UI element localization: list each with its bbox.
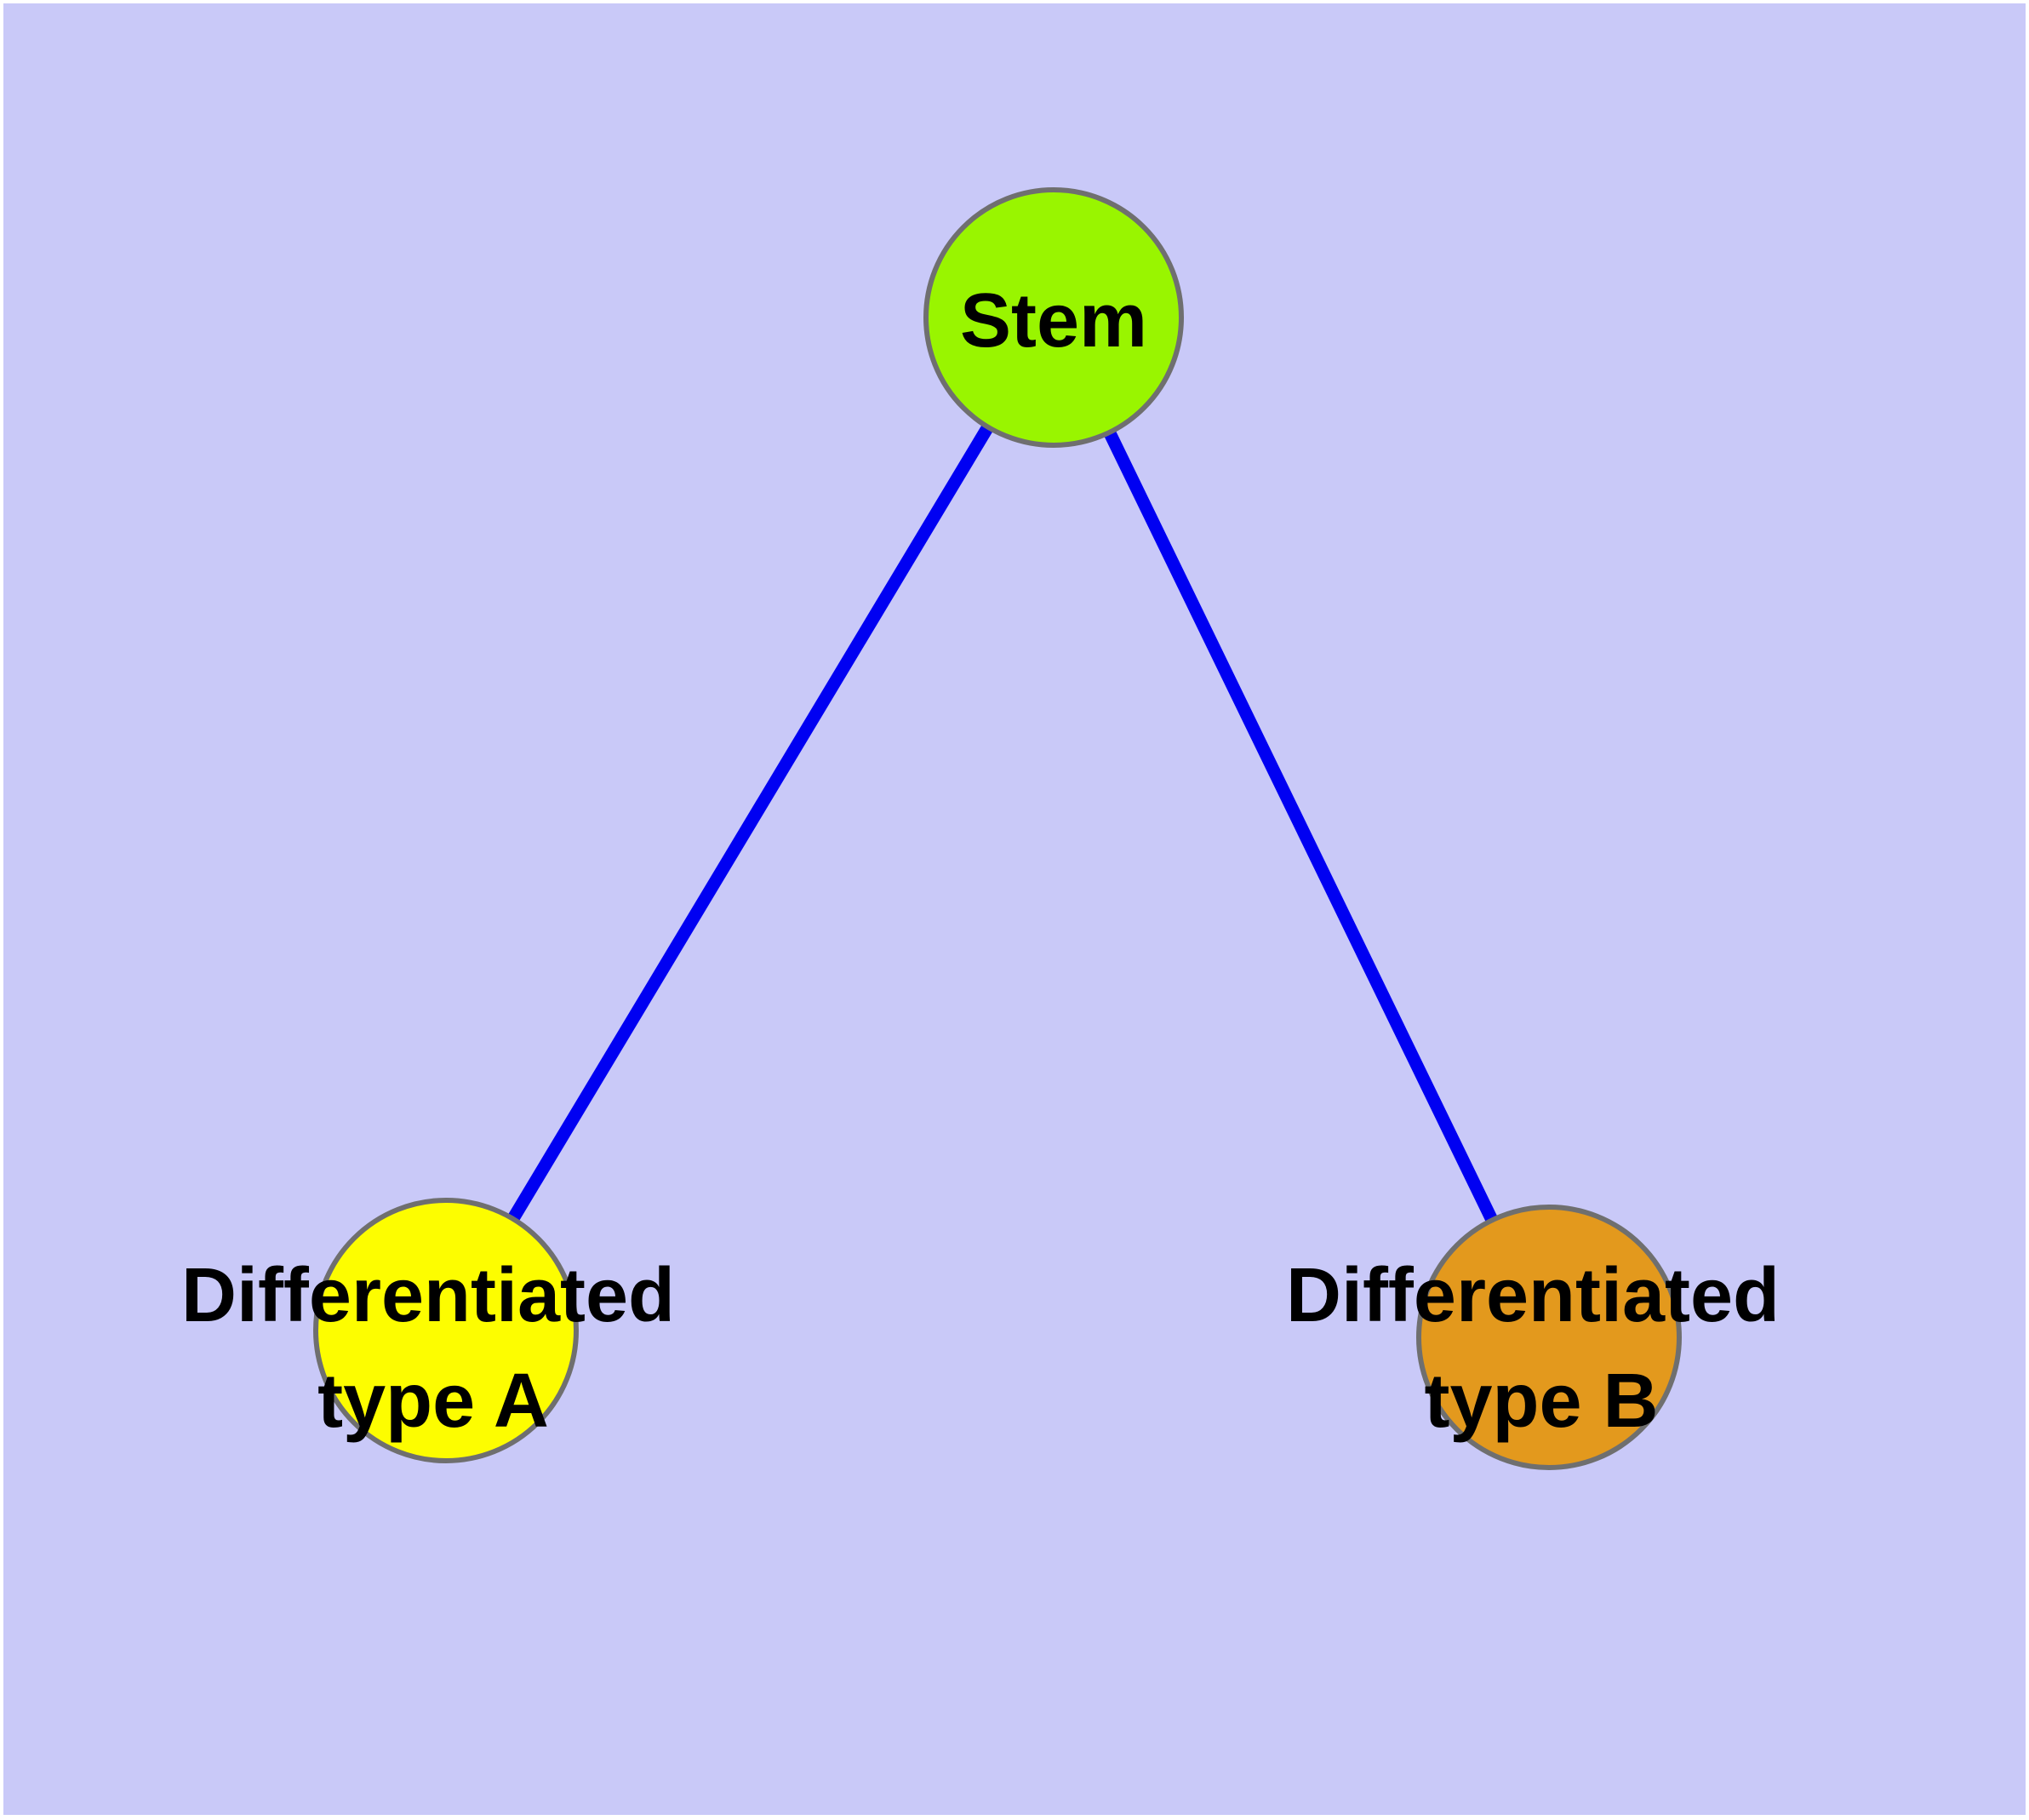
node-stem-label: Stem bbox=[960, 278, 1147, 363]
node-type-a-label-line2: type A bbox=[317, 1359, 549, 1444]
node-differentiated-type-a bbox=[313, 1198, 579, 1463]
edge-stem-to-type-b bbox=[1048, 314, 1555, 1341]
node-type-b-label-line2: type B bbox=[1424, 1359, 1658, 1444]
node-type-a-label-line1: Differentiated bbox=[181, 1253, 675, 1338]
node-differentiated-type-b bbox=[1416, 1205, 1682, 1470]
node-type-b-label-line1: Differentiated bbox=[1286, 1253, 1780, 1338]
edge-stem-to-type-a bbox=[440, 314, 1060, 1334]
node-stem bbox=[923, 187, 1184, 448]
